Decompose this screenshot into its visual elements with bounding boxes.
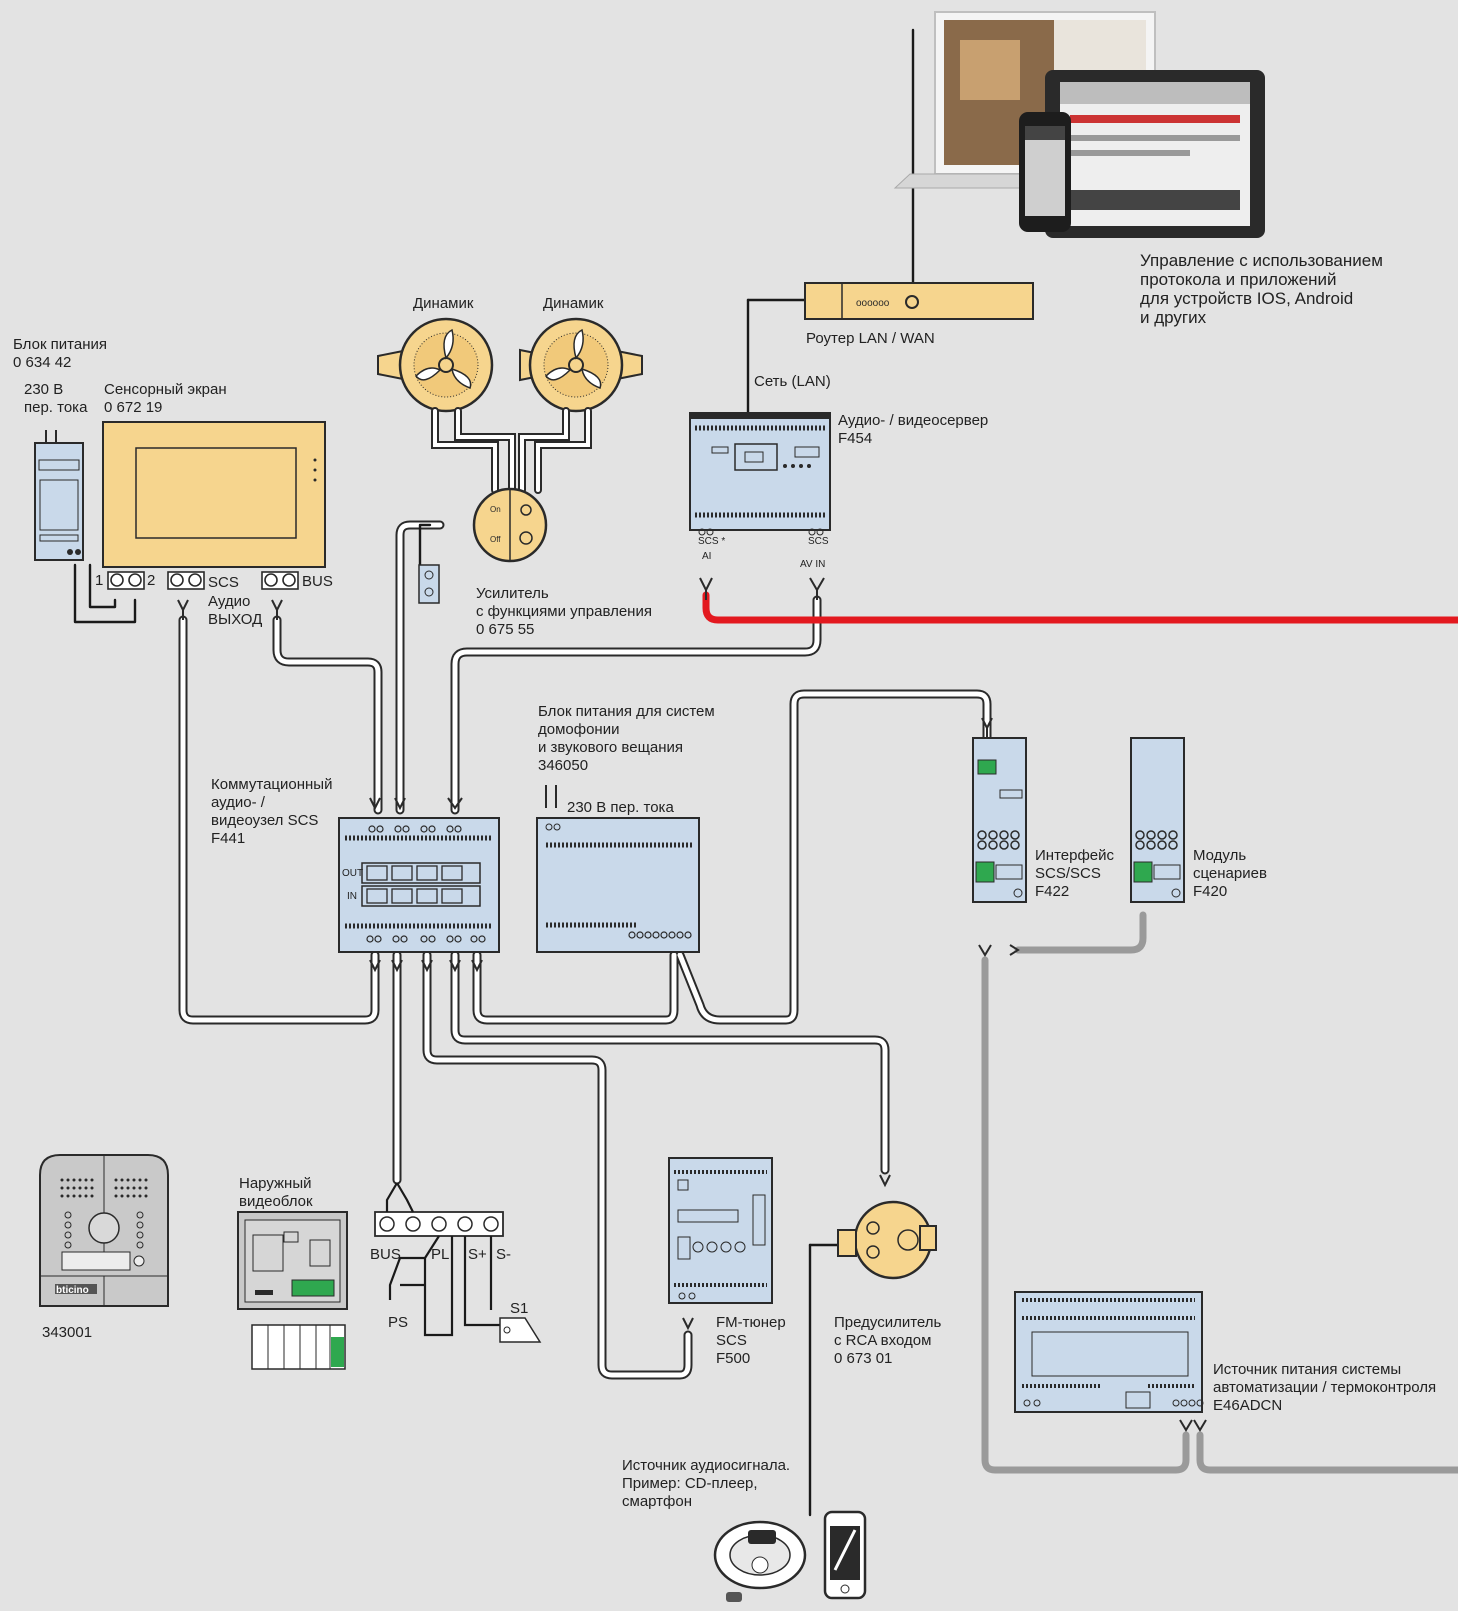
router-label: Роутер LAN / WAN <box>806 330 935 347</box>
power-block-label: Блок питания 0 634 42 <box>13 336 107 371</box>
preamp-label: Предусилитель с RCA входом 0 673 01 <box>834 1314 942 1367</box>
automation-psu-label: Источник питания системы автоматизации /… <box>1213 1361 1437 1414</box>
cd-player <box>713 1520 807 1602</box>
ext-video-label: Наружный видеоблок <box>239 1175 313 1210</box>
av-node-label: Коммутационный аудио- / видеоузел SCS F4… <box>211 776 333 847</box>
interface-f422 <box>972 737 1027 903</box>
panel-code-label: 343001 <box>42 1324 93 1341</box>
speaker-left-label: Динамик <box>413 295 474 312</box>
terminal-bus-label: BUS <box>370 1246 401 1263</box>
external-video-unit <box>237 1211 348 1370</box>
intercom-psu-label: Блок питания для систем домофонии и звук… <box>538 703 715 774</box>
wires <box>73 28 1458 1517</box>
svg-text:oooooo: oooooo <box>856 298 890 309</box>
remote-devices-illustration <box>893 11 1265 238</box>
lan-label: Сеть (LAN) <box>754 373 831 390</box>
node-out-label: OUT <box>342 868 364 879</box>
touch-screen-0-672-19 <box>102 421 326 568</box>
audio-out-label: Аудио ВЫХОД <box>208 593 263 628</box>
scenario-label: Модуль сценариев F420 <box>1193 847 1267 900</box>
bus-label: BUS <box>302 573 333 590</box>
av-server-f454 <box>689 412 831 536</box>
automation-psu-e46adcn <box>1014 1291 1204 1413</box>
av-server-label: Аудио- / видеосервер F454 <box>838 412 989 447</box>
scs-label: SCS <box>208 574 239 591</box>
terminal-splus-label: S+ <box>468 1246 487 1263</box>
av-node-f441 <box>338 817 500 953</box>
smartphone <box>823 1510 867 1600</box>
terminal-2-label: 2 <box>147 572 156 589</box>
terminal-strip <box>374 1182 542 1343</box>
scs-star-label: SCS * <box>698 536 726 547</box>
touch-screen-terminals <box>107 571 299 590</box>
power-block-0-634-42 <box>34 430 84 561</box>
speaker-right-label: Динамик <box>543 295 604 312</box>
av-in-label: AV IN <box>800 559 826 570</box>
ai-label: AI <box>702 551 712 562</box>
door-panel-343001 <box>39 1154 169 1307</box>
fm-tuner-f500 <box>668 1157 773 1304</box>
svg-text:Off: Off <box>490 535 501 544</box>
terminal-1-label: 1 <box>95 572 104 589</box>
mains-label: 230 В пер. тока <box>24 381 88 416</box>
speaker-cables <box>431 407 592 494</box>
terminal-ps-label: PS <box>388 1314 409 1331</box>
terminal-s1-label: S1 <box>510 1300 529 1317</box>
speaker-left <box>377 317 551 413</box>
intercom-psu-346050 <box>536 785 700 953</box>
fm-tuner-label: FM-тюнер SCS F500 <box>716 1314 786 1367</box>
audio-source-label: Источник аудиосигнала. Пример: CD-плеер,… <box>622 1457 791 1510</box>
terminal-pl-label: PL <box>431 1246 450 1263</box>
psu-230-label: 230 В пер. тока <box>567 799 674 816</box>
brand-label: bticino <box>56 1285 89 1296</box>
touch-screen-label: Сенсорный экран 0 672 19 <box>104 381 227 416</box>
amplifier-label: Усилитель с функциями управления 0 675 5… <box>476 585 652 638</box>
interface-label: Интерфейс SCS/SCS F422 <box>1035 847 1115 900</box>
scenario-module-f420 <box>1130 737 1185 903</box>
router: oooooo <box>804 282 1034 320</box>
control-note: Управление с использованием протокола и … <box>1140 251 1383 327</box>
svg-text:On: On <box>490 505 501 514</box>
node-in-label: IN <box>347 891 357 902</box>
preamp-0-673-01 <box>837 1200 937 1280</box>
cable-connectors <box>177 577 1207 1432</box>
speaker-right <box>528 317 643 413</box>
amplifier-0-675-55: On Off <box>418 487 548 604</box>
scs-right-label: SCS <box>808 536 829 547</box>
terminal-sminus-label: S- <box>496 1246 511 1263</box>
